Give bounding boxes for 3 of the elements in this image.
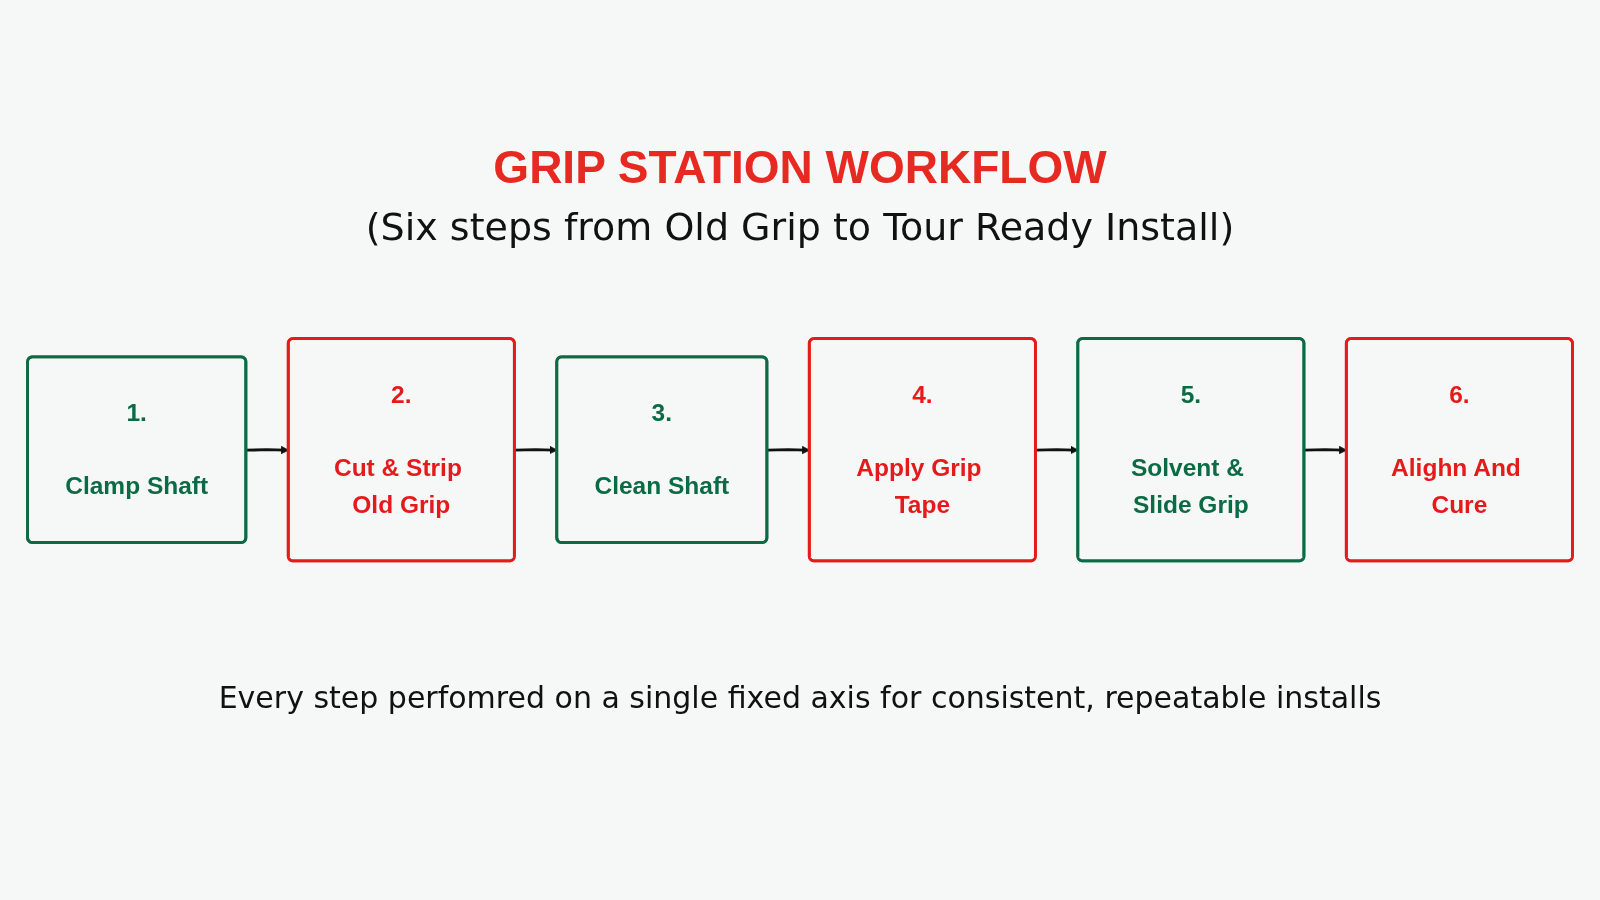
subtitle: (Six steps from Old Grip to Tour Ready Install) [365,205,1235,249]
caption: Every step perfomred on a single fixed axis for consistent, repeatable installs [217,680,1383,715]
title: GRIP STATION WORKFLOW [492,140,1108,194]
